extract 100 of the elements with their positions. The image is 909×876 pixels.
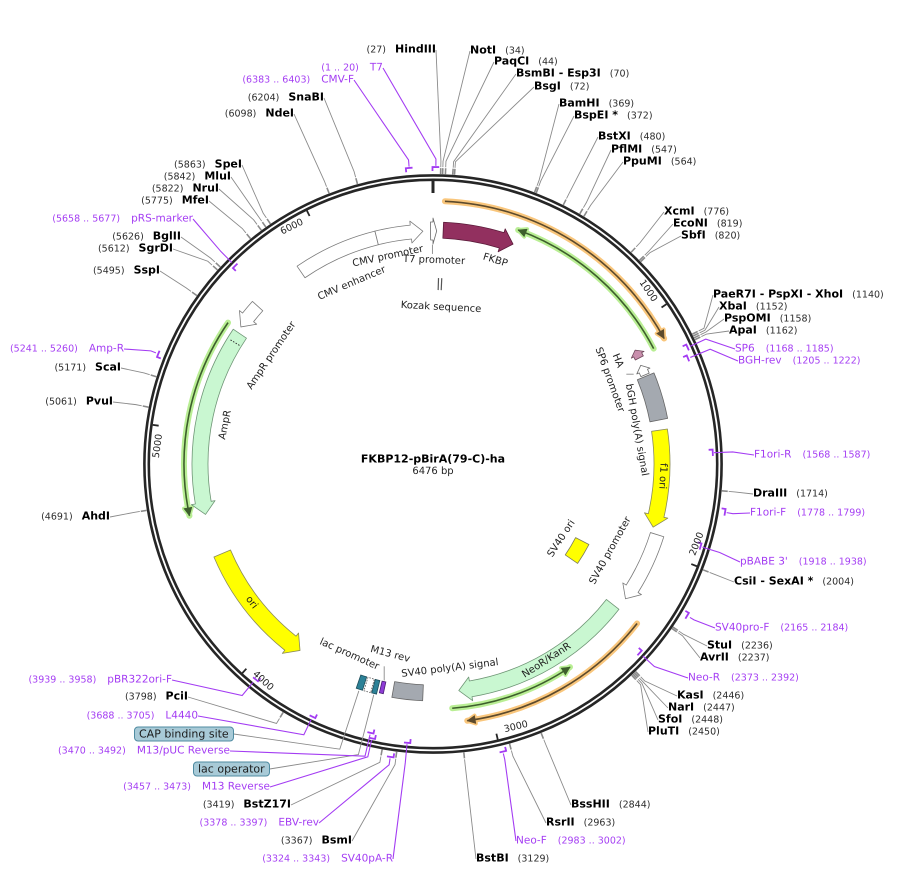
leader-line [269, 694, 374, 770]
leader-line [432, 244, 433, 254]
primer-label: (1 .. 20) T7 [321, 62, 383, 74]
leader-line [218, 188, 258, 225]
leader-line [644, 224, 674, 256]
leader-line [626, 374, 634, 375]
cut-site-tick [630, 247, 636, 253]
primer-label: Neo-F (2983 .. 3002) [516, 834, 626, 848]
primer-label: (5241 .. 5260) Amp-R [10, 342, 124, 356]
cut-site-tick [326, 187, 330, 194]
leader-line [382, 68, 436, 166]
restriction-site-label: (3367) BsmI [280, 834, 352, 848]
restriction-site-label: (3798) PciI [124, 690, 188, 704]
feature-callout: lac operator [193, 762, 270, 776]
restriction-site-label: (5775) MfeI [141, 194, 209, 208]
restriction-site-label: BspEI * (372) [574, 110, 653, 122]
leader-line [510, 750, 546, 824]
restriction-site-label: XbaI (1152) [719, 300, 788, 314]
cut-site-tick [355, 178, 358, 184]
leader-line [543, 739, 572, 806]
leader-line [324, 98, 356, 178]
restriction-site-label: ApaI (1162) [729, 324, 798, 338]
restriction-site-label: BstXI (480) [598, 130, 666, 144]
restriction-site-label: AvrII (2237) [700, 652, 770, 664]
restriction-site-label: (4691) AhdI [41, 510, 110, 524]
leader-line [728, 490, 754, 494]
leader-line [318, 758, 391, 824]
primer-label: (3324 .. 3343) SV40pA-R [262, 852, 393, 866]
leader-line [726, 512, 750, 514]
leader-line [636, 680, 648, 732]
leader-line [690, 338, 736, 350]
restriction-site-label: (5495) SspI [92, 264, 160, 278]
leader-line [172, 248, 212, 266]
feature-label: HA [610, 352, 626, 370]
restriction-site-label: NarI (2447) [668, 702, 735, 714]
cut-site-tick [150, 374, 157, 378]
cut-site-tick [454, 168, 456, 175]
restriction-site-label: CsiI - SexAI * (2004) [734, 576, 854, 588]
cut-site-tick [702, 569, 709, 573]
feature-label: f1 ori [655, 462, 668, 490]
cut-site-tick [444, 168, 446, 174]
cut-site-tick [540, 732, 544, 739]
cut-site-tick [246, 233, 252, 240]
leader-line [242, 164, 267, 218]
primer-mark [156, 350, 162, 360]
leader-line [587, 162, 624, 211]
restriction-site-label: StuI (2236) [707, 640, 773, 652]
restriction-site-label: (3419) BstZ17I [202, 798, 291, 812]
restriction-site-label: PpuMI (564) [623, 156, 696, 168]
primer-label: (5658 .. 5677) pRS-marker [52, 212, 193, 226]
restriction-site-label: (27) HindIII [366, 44, 436, 56]
leader-line [120, 368, 150, 376]
cut-site-tick [694, 334, 700, 338]
cut-site-tick [463, 752, 466, 758]
primer-label: (3939 .. 3958) pBR322ori-F [28, 674, 172, 686]
leader-line [230, 734, 371, 757]
leader-line [290, 756, 382, 806]
primer-label: SV40pro-F (2165 .. 2184) [715, 622, 848, 634]
restriction-site-label: (5171) ScaI [54, 362, 121, 374]
restriction-site-label: PflMI (547) [611, 144, 677, 156]
primer-label: (3378 .. 3397) EBV-rev [200, 816, 319, 830]
primer-label: BGH-rev (1205 .. 1222) [738, 354, 860, 368]
leader-line [714, 451, 754, 456]
feature-block [430, 218, 438, 244]
cut-site-tick [395, 752, 398, 758]
restriction-site-label: XcmI (776) [664, 206, 730, 218]
primer-label: F1ori-F (1778 .. 1799) [750, 506, 866, 520]
leader-line [124, 348, 156, 354]
restriction-site-label: SbfI (820) [681, 230, 740, 242]
feature-label: ori [242, 594, 260, 612]
cut-site-tick [562, 199, 567, 206]
primer-mark [232, 262, 238, 272]
primer-label: SP6 (1168 .. 1185) [735, 342, 834, 356]
cut-site-tick [257, 224, 262, 231]
feature-label: FKBP [481, 252, 509, 271]
cut-site-tick [579, 208, 584, 214]
primer-mark [386, 753, 396, 758]
plasmid-size: 6476 bp [412, 466, 454, 478]
cut-site-tick [440, 168, 442, 174]
restriction-site-label: BssHII (2844) [571, 798, 650, 812]
primer-mark [367, 729, 376, 734]
scale-label: 5000 [150, 434, 165, 460]
cut-site-tick [508, 744, 512, 750]
restriction-site-label: SfoI (2448) [658, 714, 723, 726]
leader-line [638, 678, 668, 708]
cut-site-tick [142, 405, 149, 408]
leader-line [699, 306, 720, 334]
primer-mark [721, 508, 726, 516]
restriction-site-label: (5626) BglII [112, 230, 181, 244]
leader-line [678, 630, 708, 646]
leader-line [582, 150, 612, 208]
restriction-site-label: PluTI (2450) [648, 726, 720, 738]
feature-box [371, 679, 380, 695]
leader-line [392, 744, 408, 860]
leader-line [192, 218, 232, 263]
primer-mark [682, 344, 690, 351]
leader-line [677, 632, 700, 658]
leader-line [536, 104, 560, 186]
leader-line [538, 116, 574, 187]
cut-site-tick [535, 187, 540, 194]
